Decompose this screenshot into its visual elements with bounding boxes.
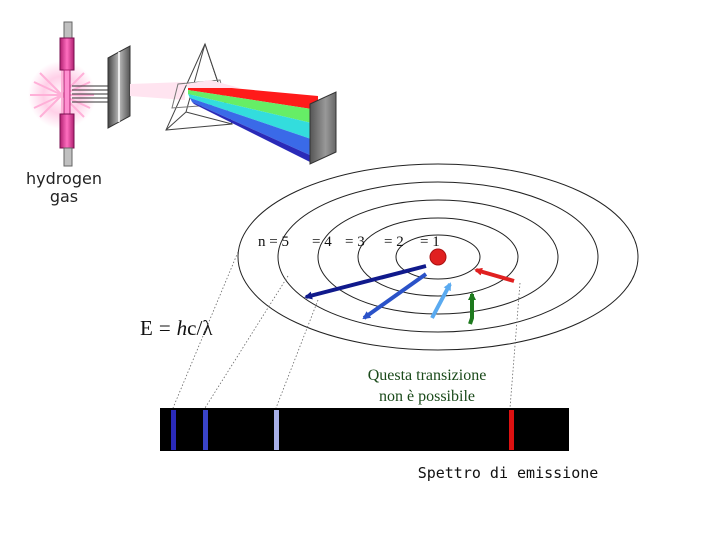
glow-spikes-icon [30, 63, 94, 127]
formula-c: c/ [187, 316, 202, 340]
orbit-n4 [277, 181, 599, 333]
arrow-transition-red [474, 267, 515, 283]
orbit-n3 [317, 199, 559, 315]
spectral-line-red [509, 410, 514, 450]
orbit-n2 [357, 217, 519, 297]
apparatus-label-line2: gas [50, 187, 78, 206]
apparatus-label-line1: hydrogen [26, 169, 102, 188]
energy-formula: E=hc/λ [140, 316, 213, 340]
hydrogen-tube-icon [59, 21, 75, 167]
slit-plate-icon [107, 45, 131, 129]
level-label-n2: = 2 [384, 234, 404, 250]
spectroscope-apparatus [28, 21, 337, 167]
spectrum-caption: Spettro di emissione [418, 464, 599, 482]
formula-lambda: λ [202, 316, 213, 340]
collimated-beam [130, 82, 185, 100]
arrow-transition-navy [304, 264, 427, 300]
note-line1: Questa transizione [368, 367, 487, 384]
spectral-line-violet [171, 410, 176, 450]
bohr-atom [237, 163, 639, 351]
orbit-n5 [237, 163, 639, 351]
formula-equals: = [159, 316, 171, 340]
arrow-transition-blue [362, 272, 428, 320]
arrow-transition-green [468, 292, 476, 325]
nucleus [429, 248, 447, 266]
arrow-transition-lightblue [430, 282, 452, 319]
formula-h: h [177, 316, 188, 340]
projection-lines [172, 251, 521, 409]
light-beam [72, 85, 112, 103]
level-label-n1: = 1 [420, 234, 440, 250]
orbit-n1 [395, 234, 481, 280]
spectral-line-indigo [203, 410, 208, 450]
level-label-n4: = 4 [312, 234, 332, 250]
level-label-n5: n = 5 [258, 234, 289, 250]
spectrum-background [160, 408, 569, 451]
spectral-line-lavender [274, 410, 279, 450]
level-label-n3: = 3 [345, 234, 365, 250]
detector-screen-icon [309, 91, 337, 165]
note-line2: non è possibile [379, 388, 475, 405]
formula-E: E [140, 316, 153, 340]
dispersed-spectrum [186, 80, 318, 162]
emission-spectrum-strip [160, 408, 569, 451]
